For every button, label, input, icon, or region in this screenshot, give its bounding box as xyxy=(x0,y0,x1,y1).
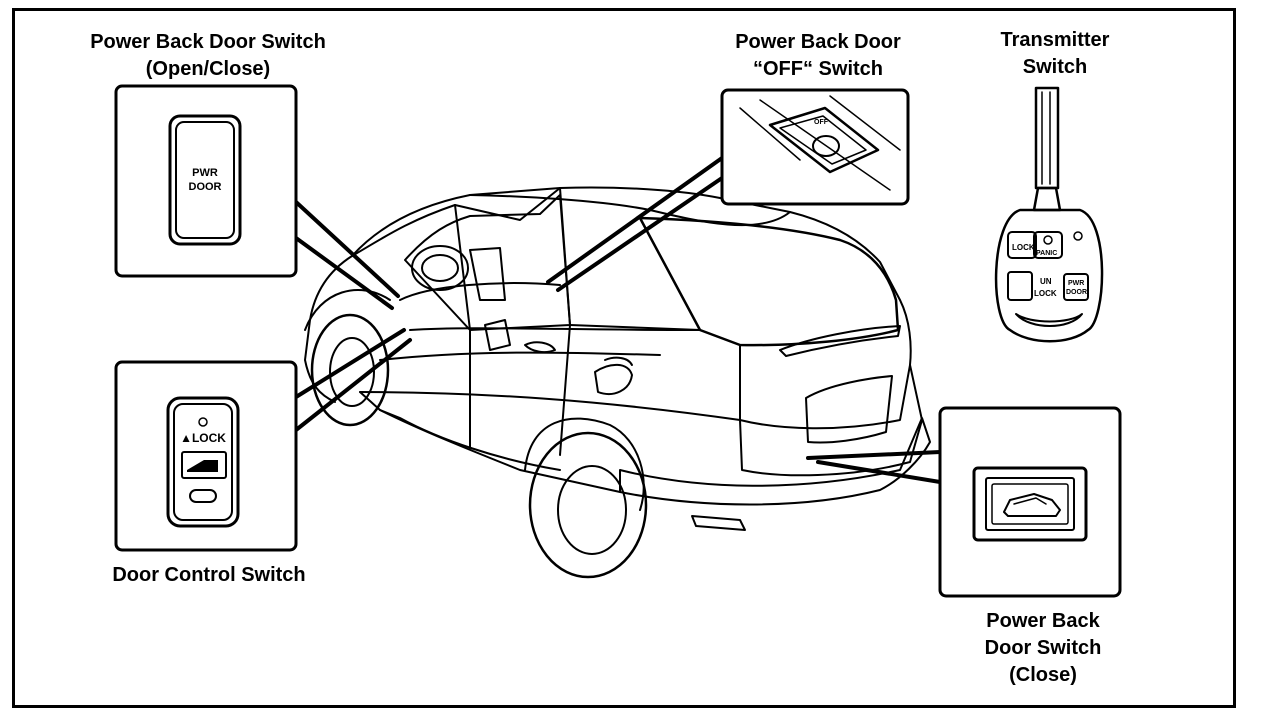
lock-marking: ▲LOCK xyxy=(180,431,226,445)
callout-door-control-switch: ▲LOCK xyxy=(114,360,298,552)
key-pwr-label-2: DOOR xyxy=(1066,289,1087,296)
key-pwr-label-1: PWR xyxy=(1068,280,1084,287)
label-pbd-open-close-line1: Power Back Door Switch xyxy=(90,31,326,53)
pwr-door-marking-line1: PWR xyxy=(192,167,218,179)
vehicle-illustration xyxy=(304,186,931,579)
label-transmitter-line1: Transmitter xyxy=(1000,29,1110,51)
key-lock-label: LOCK xyxy=(1012,243,1035,252)
callout-leaders xyxy=(294,156,942,484)
off-marking: OFF xyxy=(814,119,829,126)
label-door-control-line1: Door Control Switch xyxy=(112,564,306,586)
label-pbd-close-line1: Power Back xyxy=(986,610,1100,632)
label-pbd-open-close: Power Back Door Switch (Open/Close) xyxy=(58,29,358,83)
label-pbd-close-line3: (Close) xyxy=(1009,664,1077,686)
key-unlock-label-2: LOCK xyxy=(1034,289,1057,298)
key-unlock-label-1: UN xyxy=(1040,277,1052,286)
label-pbd-off-line1: Power Back Door xyxy=(735,31,901,53)
callout-off-switch: OFF xyxy=(720,88,910,206)
label-pbd-close: Power Back Door Switch (Close) xyxy=(953,608,1133,689)
label-pbd-close-line2: Door Switch xyxy=(984,637,1102,659)
callout-pwr-door-switch: PWR DOOR xyxy=(114,84,298,278)
label-pbd-off-switch: Power Back Door “OFF“ Switch xyxy=(708,29,928,83)
label-transmitter-switch: Transmitter Switch xyxy=(975,27,1135,81)
pwr-door-marking-line2: DOOR xyxy=(189,181,222,193)
callout-pbd-close-switch xyxy=(938,406,1122,598)
label-pbd-open-close-line2: (Open/Close) xyxy=(145,58,271,80)
label-door-control-switch: Door Control Switch xyxy=(84,562,334,589)
label-transmitter-line2: Switch xyxy=(1022,56,1088,78)
transmitter-key: LOCK PANIC UN LOCK PWR DOOR xyxy=(994,86,1104,343)
label-pbd-off-line2: “OFF“ Switch xyxy=(753,58,883,80)
key-panic-label: PANIC xyxy=(1036,250,1057,257)
